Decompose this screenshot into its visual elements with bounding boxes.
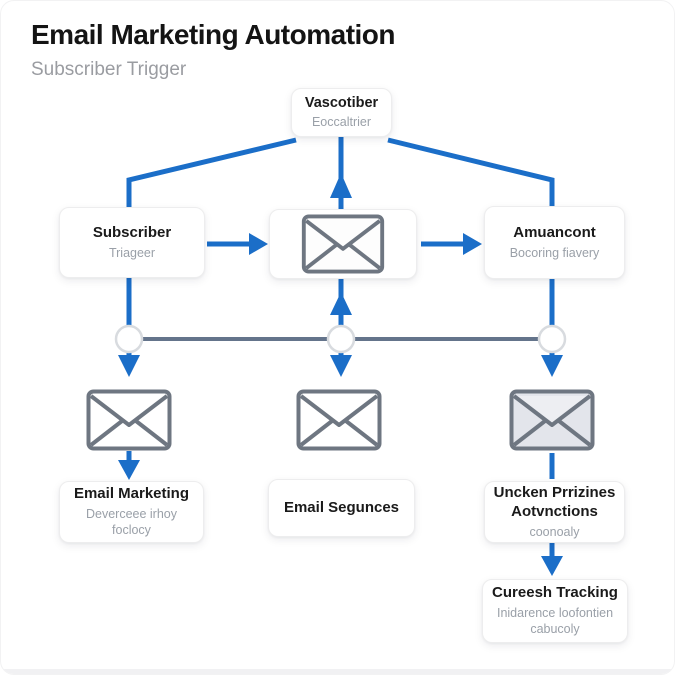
node-email-sequences: Email Segunces: [268, 479, 415, 537]
node-subtitle-line: foclocy: [112, 523, 151, 538]
node-subtitle-line: cabucoly: [530, 622, 580, 637]
junction-node: [114, 324, 144, 354]
arrow-envelope-to-audience: [421, 233, 482, 255]
header: Email Marketing Automation Subscriber Tr…: [31, 19, 396, 81]
node-title: Vascotiber: [304, 95, 379, 112]
node-title-line: Uncken Prrizines: [493, 484, 616, 502]
node-email-envelope: [269, 209, 417, 279]
node-subtitle: Inidarence loofontien cabucoly: [497, 605, 613, 638]
envelope-highlighted-icon: [509, 389, 595, 451]
arrowhead-down-icon: [330, 355, 352, 377]
page-subtitle: Subscriber Trigger: [31, 59, 187, 80]
arrowhead-up-icon: [330, 292, 352, 315]
envelope-icon: [86, 389, 172, 451]
node-subtitle: Triageer: [108, 245, 156, 260]
junction-node: [537, 324, 567, 354]
envelope-icon: [301, 214, 385, 274]
envelope-icon: [296, 389, 382, 451]
connector-top-to-audience: [387, 137, 555, 206]
node-audience: Amuancont Bocoring fiavery: [484, 206, 625, 279]
node-subtitle: Bocoring fiavery: [509, 245, 600, 260]
node-title: Subscriber: [92, 224, 172, 241]
node-subtitle: Eoccaltrier: [311, 115, 372, 130]
arrowhead-down-icon: [541, 556, 563, 576]
arrow-actions-to-tracking: [541, 543, 563, 576]
node-email-marketing: Email Marketing Deverceee irhoy foclocy: [59, 481, 204, 543]
node-unknown-actions: Uncken Prrizines Aotvnctions coonoaly: [484, 481, 625, 543]
arrow-envelope-to-email-marketing: [118, 451, 140, 480]
arrowhead-right-icon: [249, 233, 268, 255]
page-bottom-edge: [1, 669, 674, 674]
arrowhead-down-icon: [118, 355, 140, 377]
junction-node: [326, 324, 356, 354]
node-tracking: Cureesh Tracking Inidarence loofontien c…: [482, 579, 628, 643]
node-title: Email Marketing: [73, 485, 190, 503]
arrowhead-down-icon: [118, 460, 140, 480]
node-title: Email Segunces: [283, 498, 400, 516]
connector-envelope-to-top: [330, 137, 352, 209]
node-subtitle-line: Inidarence loofontien: [496, 606, 614, 621]
node-title: Amuancont: [513, 224, 596, 241]
node-subtitle-line: Deverceee irhoy: [85, 507, 177, 522]
arrowhead-down-icon: [541, 355, 563, 377]
arrowhead-right-icon: [463, 233, 482, 255]
arrowhead-up-icon: [330, 173, 352, 198]
node-title: Cureesh Tracking: [492, 584, 618, 602]
arrow-subscriber-to-envelope: [207, 233, 268, 255]
connector-top-to-subscriber: [126, 137, 297, 207]
node-subscriber: Subscriber Triageer: [59, 207, 205, 278]
node-subtitle: Deverceee irhoy foclocy: [86, 506, 177, 539]
node-trigger-top: Vascotiber Eoccaltrier: [291, 88, 392, 137]
node-subtitle: coonoaly: [529, 524, 580, 539]
node-title-line: Aotvnctions: [511, 502, 598, 520]
page-title: Email Marketing Automation: [31, 19, 396, 50]
node-title: Uncken Prrizines Aotvnctions: [494, 484, 616, 522]
